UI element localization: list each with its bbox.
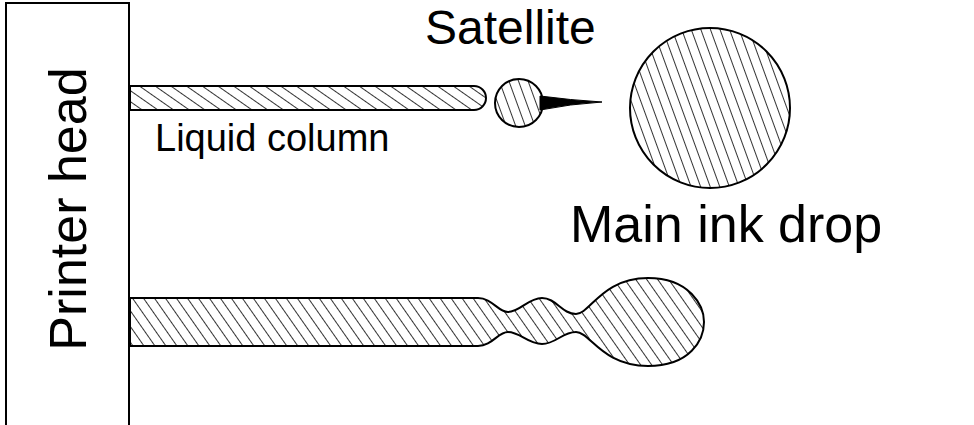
part-label: Liquid column bbox=[155, 118, 389, 160]
necking-column bbox=[130, 278, 704, 366]
printer-head-box: Printer head bbox=[5, 2, 130, 425]
part-label: Main ink drop bbox=[570, 196, 882, 253]
part-label: Satellite bbox=[425, 2, 596, 55]
satellite-drop bbox=[495, 79, 543, 127]
box-title: Printer head bbox=[42, 67, 94, 350]
liquid-column bbox=[130, 86, 486, 110]
main-ink-drop bbox=[630, 28, 790, 188]
satellite-tail bbox=[540, 96, 602, 110]
